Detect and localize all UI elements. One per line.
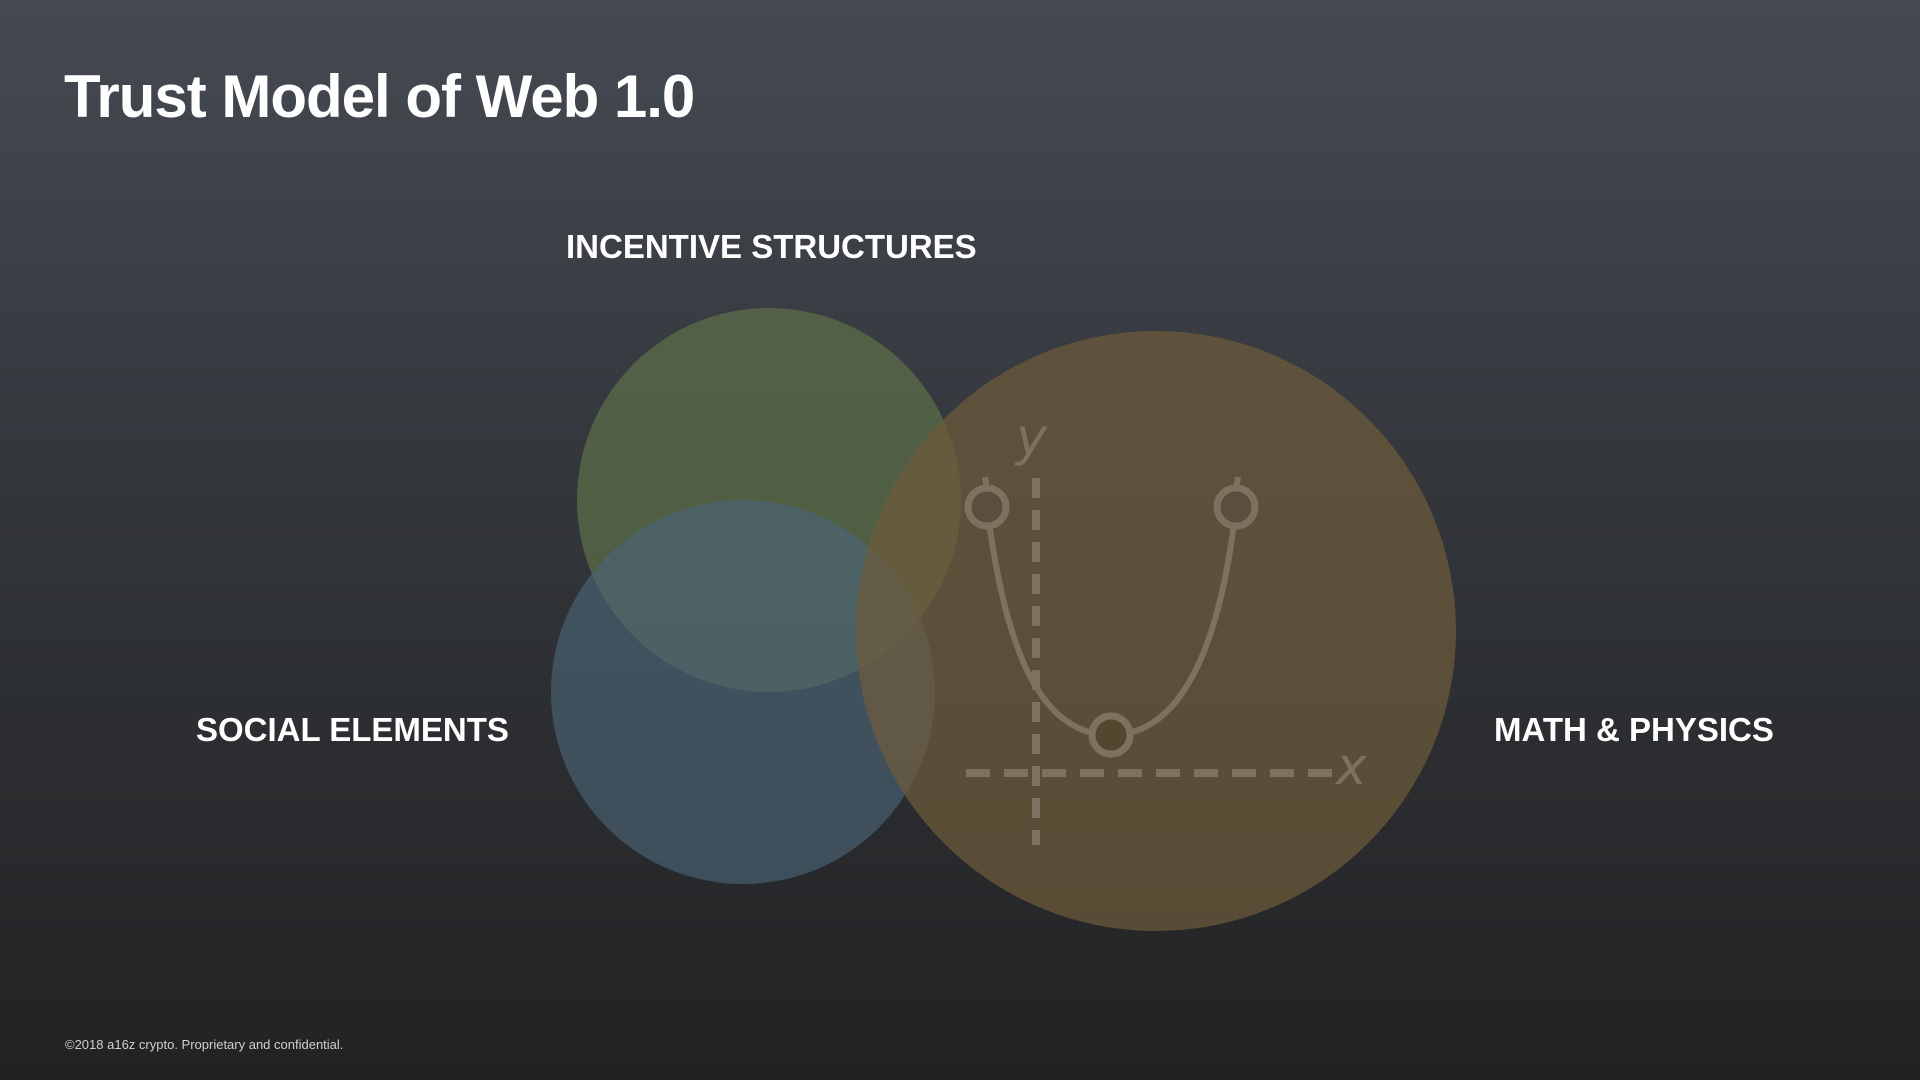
x-axis-label: x: [1334, 737, 1368, 797]
math-physics-circle: [856, 331, 1456, 931]
social-elements-label: SOCIAL ELEMENTS: [196, 711, 509, 748]
copyright-footer: ©2018 a16z crypto. Proprietary and confi…: [65, 1037, 344, 1052]
math-physics-label: MATH & PHYSICS: [1494, 711, 1774, 748]
incentive-structures-label: INCENTIVE STRUCTURES: [566, 228, 977, 265]
parabola-graph-icon: [964, 476, 1335, 845]
social-elements-circle: [551, 500, 935, 884]
point-min: [1088, 712, 1134, 758]
slide-title: Trust Model of Web 1.0: [64, 63, 695, 130]
point-left: [964, 484, 1010, 530]
point-right: [1213, 484, 1259, 530]
y-axis-label: y: [1014, 408, 1048, 468]
